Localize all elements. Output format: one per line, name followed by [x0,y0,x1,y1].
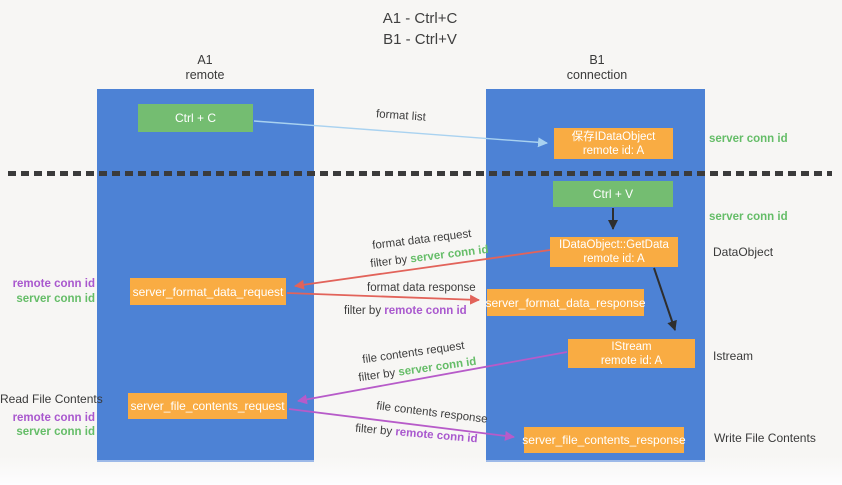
node-ctrl-c: Ctrl + C [138,104,253,132]
node-save-idataobject-line2: remote id: A [582,144,645,157]
title-line-2: B1 - Ctrl+V [383,31,457,48]
format-data-response-label: format data response [367,282,476,294]
node-server-format-data-request-label: server_format_data_request [132,284,284,299]
dataobject-annotation: DataObject [713,245,774,259]
read-file-contents-annotation: Read File Contents [0,392,103,406]
node-server-file-contents-request: server_file_contents_request [128,393,287,419]
getdata-to-istream-arrow [653,267,677,331]
remote-conn-id-annotation-top: remote conn id [12,278,95,290]
filter-by-text: filter by [344,305,385,317]
node-idataobject-getdata-line2: remote id: A [583,253,645,265]
section-divider-dotted-line [8,171,832,176]
lifeline-header-a1: A1 remote [145,53,265,83]
format-list-arrow [253,120,548,148]
node-ctrl-c-label: Ctrl + C [174,111,216,125]
format-data-response-arrow [286,292,480,305]
node-server-format-data-response-label: server_format_data_response [485,295,646,310]
node-istream-line2: remote id: A [600,354,663,367]
node-save-idataobject: 保存IDataObject remote id: A [554,128,673,159]
write-file-contents-annotation: Write File Contents [714,431,816,445]
node-server-format-data-request: server_format_data_request [130,278,286,305]
node-idataobject-getdata-line1: IDataObject::GetData [559,239,669,251]
remote-conn-id-annotation-bottom: remote conn id [12,412,95,424]
server-conn-id-annotation-top: server conn id [709,133,788,145]
format-data-response-filter-label: filter by remote conn id [344,305,467,317]
lifeline-a1-role: remote [185,68,225,82]
lifeline-a1-name: A1 [197,53,213,67]
lifeline-header-b1: B1 connection [537,53,657,83]
node-server-file-contents-request-label: server_file_contents_request [130,399,285,413]
istream-annotation: Istream [713,349,754,363]
file-contents-response-arrow [288,408,515,441]
node-server-file-contents-response: server_file_contents_response [522,427,686,453]
server-conn-id-annotation-mid: server conn id [709,211,788,223]
node-istream-line1: IStream [611,340,652,353]
node-server-file-contents-response-label: server_file_contents_response [522,433,686,447]
page-title: A1 - Ctrl+C B1 - Ctrl+V [320,8,520,50]
node-ctrl-v: Ctrl + V [553,181,673,207]
file-contents-request-arrow [297,351,568,405]
node-ctrl-v-label: Ctrl + V [592,187,634,201]
lifeline-b1-role: connection [566,68,628,82]
remote-conn-id-key: remote conn id [384,305,467,317]
server-conn-id-annotation-left-bottom: server conn id [16,426,95,438]
title-line-1: A1 - Ctrl+C [382,10,458,27]
lifeline-b1-name: B1 [589,53,605,67]
node-server-format-data-response: server_format_data_response [485,289,646,316]
node-istream: IStream remote id: A [568,339,695,368]
node-save-idataobject-line1: 保存IDataObject [571,130,656,143]
node-idataobject-getdata: IDataObject::GetData remote id: A [550,237,678,267]
format-data-request-arrow [294,249,551,290]
server-conn-id-annotation-left-top: server conn id [16,293,95,305]
